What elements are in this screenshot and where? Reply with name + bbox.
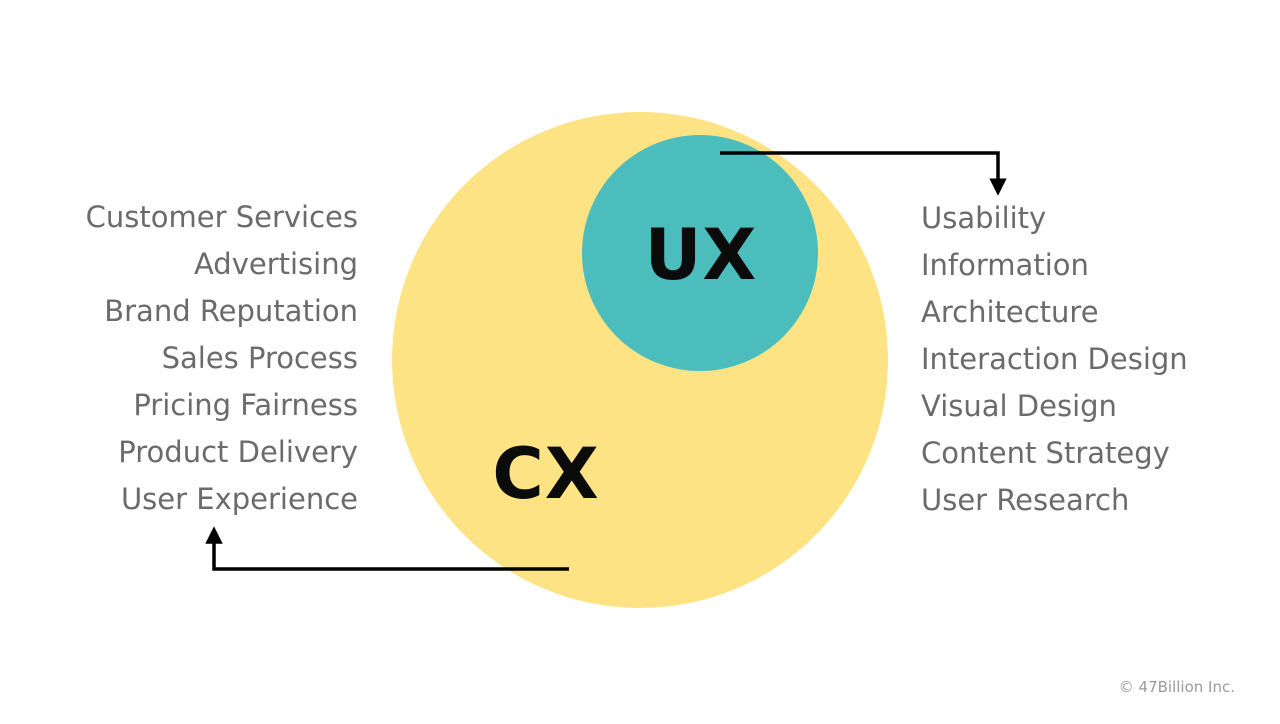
ux-item: Architecture — [921, 295, 1099, 329]
ux-circle — [582, 135, 818, 371]
cx-item: Pricing Fairness — [133, 388, 358, 422]
cx-connector-arrow — [205, 526, 569, 571]
ux-item: User Research — [921, 483, 1130, 517]
cx-label: CX — [492, 433, 599, 515]
ux-item: Interaction Design — [921, 342, 1188, 376]
cx-item: Sales Process — [161, 341, 358, 375]
ux-item: Visual Design — [921, 389, 1117, 423]
ux-connector-arrow — [720, 151, 1007, 196]
cx-item: Brand Reputation — [104, 294, 358, 328]
ux-item: Content Strategy — [921, 436, 1170, 470]
cx-item: Product Delivery — [118, 435, 358, 469]
cx-item: Customer Services — [85, 200, 358, 234]
ux-item: Information — [921, 248, 1089, 282]
cx-items-list: Customer Services Advertising Brand Repu… — [86, 194, 358, 523]
cx-item: Advertising — [193, 247, 358, 281]
ux-item: Usability — [921, 201, 1047, 235]
cx-item: User Experience — [120, 482, 358, 516]
ux-label: UX — [645, 214, 758, 296]
copyright-notice: © 47Billion Inc. — [1118, 678, 1235, 696]
ux-items-list: Usability Information Architecture Inter… — [921, 195, 1188, 524]
